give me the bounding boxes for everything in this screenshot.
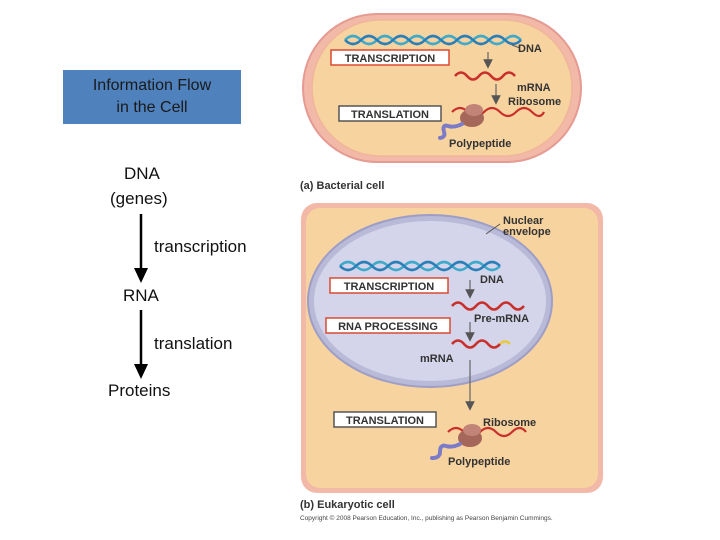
bacterial-translation-label: TRANSLATION: [351, 109, 429, 121]
flow-proteins-label: Proteins: [108, 381, 171, 400]
eukaryotic-polypeptide-label: Polypeptide: [448, 456, 510, 468]
mrna-tail: [499, 340, 511, 345]
eukaryotic-dna-helix: [339, 260, 501, 272]
pre-mrna-label: Pre-mRNA: [474, 313, 529, 325]
eukaryotic-mrna-translating: [447, 426, 527, 438]
bacterial-ribosome-label: Ribosome: [508, 96, 561, 108]
nucleus: [307, 214, 553, 388]
eukaryotic-ribosome: [458, 424, 482, 447]
eukaryotic-dna-label: DNA: [480, 274, 504, 286]
title-line-1: Information Flow: [92, 77, 212, 94]
eukaryotic-caption: (b) Eukaryotic cell: [300, 499, 395, 511]
copyright-text: Copyright © 2008 Pearson Education, Inc.…: [300, 514, 553, 522]
bacterial-translation-box: TRANSLATION: [338, 105, 442, 122]
flow-dna-label: DNA: [124, 164, 160, 183]
eukaryotic-mrna-label: mRNA: [420, 353, 454, 365]
flow-arrow-2: [134, 310, 148, 379]
eukaryotic-translation-box: TRANSLATION: [333, 411, 437, 428]
eukaryotic-translation-label: TRANSLATION: [346, 415, 424, 427]
bacterial-polypeptide-chain: [436, 122, 464, 140]
eukaryotic-transcription-label: TRANSCRIPTION: [344, 281, 435, 293]
bacterial-dna-pointer: [511, 44, 521, 49]
bacterial-dna-helix: [344, 34, 522, 46]
title-line-2: in the Cell: [116, 99, 188, 116]
rna-processing-box: RNA PROCESSING: [325, 317, 451, 334]
bacterial-dna-label: DNA: [518, 43, 542, 55]
bacterial-caption: (a) Bacterial cell: [300, 180, 384, 192]
flow-arrow-1: [134, 214, 148, 283]
bacterial-transcription-box: TRANSCRIPTION: [330, 49, 450, 66]
flow-rna-label: RNA: [123, 286, 159, 305]
eukaryotic-polypeptide-chain: [430, 442, 462, 460]
eukaryotic-ribosome-label: Ribosome: [483, 417, 536, 429]
flow-genes-label: (genes): [110, 189, 168, 208]
bacterial-transcription-label: TRANSCRIPTION: [345, 53, 436, 65]
nuclear-envelope-pointer: [485, 223, 501, 235]
bacterial-ribosome: [460, 104, 484, 127]
eukaryotic-transcription-box: TRANSCRIPTION: [329, 277, 449, 294]
nuclear-envelope-label-1: Nuclear: [503, 215, 544, 227]
title-box: Information Flow in the Cell: [63, 70, 241, 124]
pre-mrna-strand: [451, 301, 525, 311]
bacterial-mrna-label: mRNA: [517, 82, 551, 94]
bacterial-polypeptide-label: Polypeptide: [449, 138, 511, 150]
bacterial-mrna-strand: [454, 71, 516, 81]
eukaryotic-mrna-strand: [451, 339, 501, 349]
flow-translation-label: translation: [154, 334, 233, 353]
nuclear-envelope-label-2: envelope: [503, 226, 551, 238]
flow-transcription-label: transcription: [154, 237, 247, 256]
rna-processing-label: RNA PROCESSING: [338, 321, 438, 333]
